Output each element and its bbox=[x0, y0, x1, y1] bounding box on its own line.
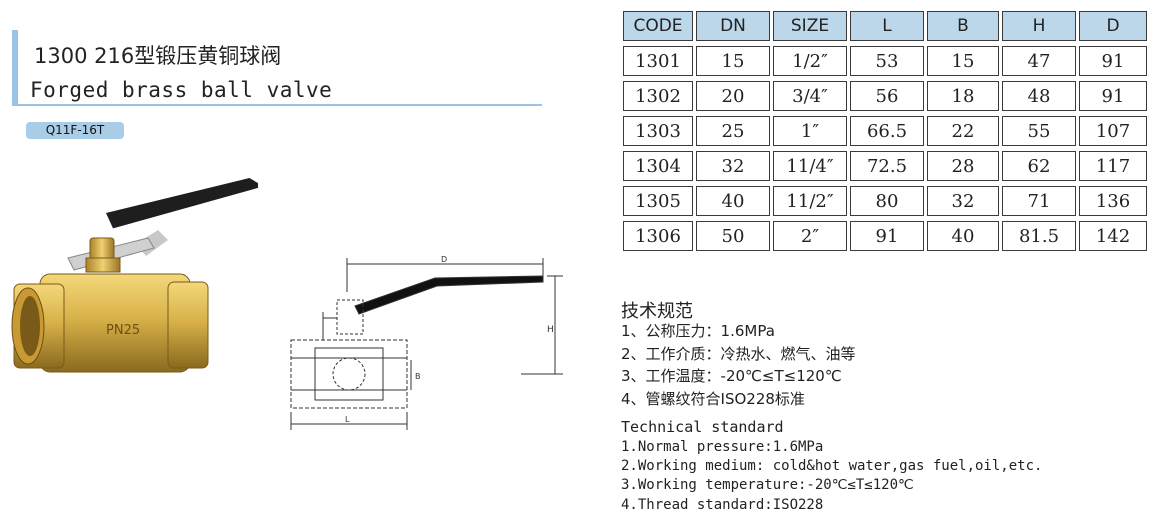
table-cell: 50 bbox=[696, 221, 770, 251]
table-cell: 20 bbox=[696, 81, 770, 111]
dimension-label-h: H bbox=[547, 325, 554, 335]
tech-item-zh: 1、公称压力：1.6MPa bbox=[621, 322, 775, 340]
valve-photo: PN25 bbox=[11, 178, 258, 373]
tech-item-en: 2.Working medium: cold&hot water,gas fue… bbox=[621, 458, 1043, 475]
table-cell: 66.5 bbox=[850, 116, 924, 146]
table-cell: 48 bbox=[1002, 81, 1076, 111]
table-cell: 28 bbox=[927, 151, 999, 181]
table-cell: 1304 bbox=[623, 151, 693, 181]
column-header: CODE bbox=[623, 11, 693, 41]
title-accent-bar bbox=[12, 30, 18, 104]
table-cell: 56 bbox=[850, 81, 924, 111]
tech-heading-en: Technical standard bbox=[621, 418, 784, 436]
table-cell: 18 bbox=[927, 81, 999, 111]
table-cell: 55 bbox=[1002, 116, 1076, 146]
table-cell: 1/2″ bbox=[773, 46, 847, 76]
table-cell: 80 bbox=[850, 186, 924, 216]
tech-heading-zh: 技术规范 bbox=[621, 301, 693, 322]
tech-list-en: 1.Normal pressure:1.6MPa 2.Working mediu… bbox=[621, 438, 1042, 515]
product-title-en: Forged brass ball valve bbox=[30, 78, 333, 102]
table-cell: 142 bbox=[1079, 221, 1147, 251]
column-header: D bbox=[1079, 11, 1147, 41]
table-cell: 91 bbox=[850, 221, 924, 251]
column-header: SIZE bbox=[773, 11, 847, 41]
dimension-label-b: B bbox=[415, 372, 421, 381]
product-title-zh: 1300 216型锻压黄铜球阀 bbox=[34, 44, 282, 68]
dimension-label-l: L bbox=[345, 415, 350, 424]
table-cell: 32 bbox=[696, 151, 770, 181]
column-header: H bbox=[1002, 11, 1076, 41]
table-cell: 40 bbox=[696, 186, 770, 216]
table-cell: 11/4″ bbox=[773, 151, 847, 181]
tech-item-en: 1.Normal pressure:1.6MPa bbox=[621, 439, 824, 455]
table-cell: 15 bbox=[696, 46, 770, 76]
table-cell: 1305 bbox=[623, 186, 693, 216]
tech-item-en: 4.Thread standard:ISO228 bbox=[621, 496, 824, 513]
title-underline bbox=[12, 104, 542, 106]
table-cell: 11/2″ bbox=[773, 186, 847, 216]
tech-item-en: 3.Working temperature:-20℃≤T≤120℃ bbox=[621, 477, 914, 494]
table-cell: 22 bbox=[927, 116, 999, 146]
model-badge: Q11F-16T bbox=[26, 122, 124, 139]
table-cell: 1303 bbox=[623, 116, 693, 146]
tech-list-zh: 1、公称压力：1.6MPa 2、工作介质：冷热水、燃气、油等 3、工作温度：-2… bbox=[621, 320, 856, 410]
table-cell: 107 bbox=[1079, 116, 1147, 146]
table-cell: 1302 bbox=[623, 81, 693, 111]
table-cell: 15 bbox=[927, 46, 999, 76]
column-header: L bbox=[850, 11, 924, 41]
table-cell: 91 bbox=[1079, 46, 1147, 76]
column-header: DN bbox=[696, 11, 770, 41]
table-cell: 81.5 bbox=[1002, 221, 1076, 251]
column-header: B bbox=[927, 11, 999, 41]
table-cell: 47 bbox=[1002, 46, 1076, 76]
table-cell: 1306 bbox=[623, 221, 693, 251]
table-cell: 25 bbox=[696, 116, 770, 146]
table-cell: 53 bbox=[850, 46, 924, 76]
table-cell: 1″ bbox=[773, 116, 847, 146]
table-cell: 71 bbox=[1002, 186, 1076, 216]
table-header-row: CODE DN SIZE L B H D bbox=[623, 11, 1147, 41]
table-cell: 136 bbox=[1079, 186, 1147, 216]
table-cell: 3/4″ bbox=[773, 81, 847, 111]
tech-item-zh: 2、工作介质：冷热水、燃气、油等 bbox=[621, 344, 856, 363]
table-cell: 32 bbox=[927, 186, 999, 216]
body-marking: PN25 bbox=[106, 323, 140, 338]
table-cell: 72.5 bbox=[850, 151, 924, 181]
dimension-label-d: D bbox=[441, 255, 447, 264]
table-cell: 91 bbox=[1079, 81, 1147, 111]
tech-item-zh: 4、管螺纹符合ISO228标准 bbox=[621, 389, 805, 408]
valve-technical-drawing: D H B L bbox=[290, 255, 563, 430]
tech-item-zh: 3、工作温度：-20℃≤T≤120℃ bbox=[621, 367, 842, 385]
table-cell: 1301 bbox=[623, 46, 693, 76]
table-cell: 62 bbox=[1002, 151, 1076, 181]
table-cell: 117 bbox=[1079, 151, 1147, 181]
table-cell: 40 bbox=[927, 221, 999, 251]
table-cell: 2″ bbox=[773, 221, 847, 251]
